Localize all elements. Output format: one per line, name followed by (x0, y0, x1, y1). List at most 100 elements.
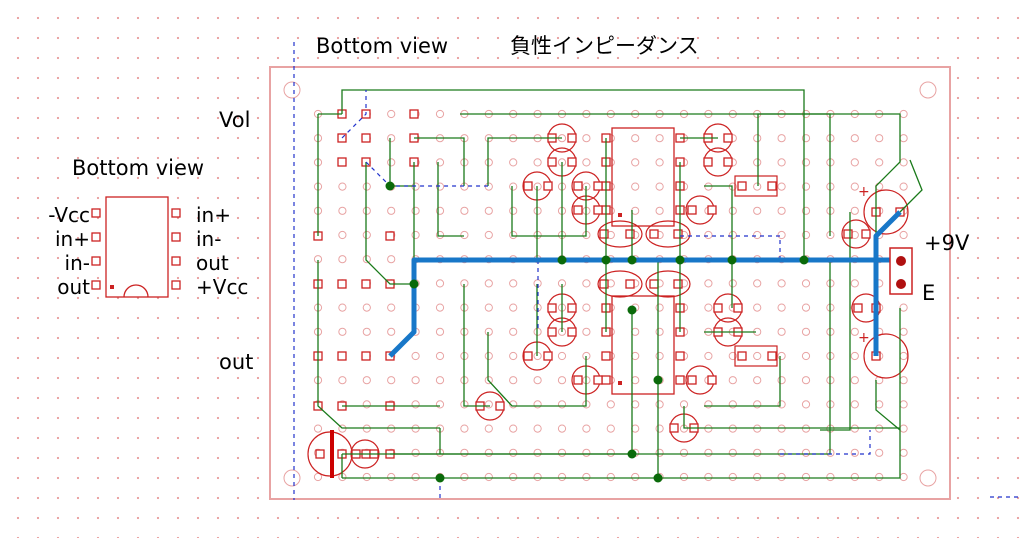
pinout-right-pin-1: in+ (196, 203, 231, 227)
perf-hole (655, 424, 664, 433)
wire-traces (317, 89, 923, 479)
ic-upper-pin1-mark (618, 213, 622, 217)
perf-hole (582, 327, 591, 336)
power-bus (388, 210, 902, 358)
perf-hole (704, 448, 713, 457)
pad (673, 229, 683, 239)
perf-hole (704, 230, 713, 240)
pad (523, 181, 533, 191)
perf-hole (484, 376, 493, 385)
power-connector (889, 247, 913, 295)
pad (337, 157, 347, 167)
perf-hole (509, 448, 518, 457)
perf-hole (435, 400, 445, 409)
perf-hole (777, 472, 786, 482)
perf-hole (484, 279, 493, 288)
pad (337, 351, 347, 361)
diagram-title: 負性インピーダンス (510, 34, 699, 58)
perf-hole (435, 327, 445, 336)
perf-hole (387, 376, 396, 385)
pad (675, 375, 685, 385)
perf-hole (704, 400, 713, 409)
perf-hole (728, 279, 737, 288)
pinout-pin1-mark (110, 285, 114, 289)
perf-hole (655, 182, 664, 191)
perf-hole (753, 303, 762, 312)
perf-hole (533, 448, 542, 457)
perf-hole (387, 206, 396, 215)
perf-hole (826, 472, 835, 482)
perf-hole (801, 279, 811, 288)
perf-hole (387, 158, 396, 167)
pad (573, 205, 583, 215)
pad (669, 423, 679, 433)
perf-hole (850, 448, 859, 457)
ic-lower-outline (611, 295, 675, 395)
perf-hole (582, 303, 591, 312)
perf-hole (435, 109, 445, 119)
perf-hole (753, 279, 762, 288)
perf-hole (338, 255, 347, 264)
perf-hole (899, 182, 908, 191)
perf-hole (460, 472, 469, 482)
perf-hole (777, 448, 786, 457)
perf-hole (509, 424, 518, 433)
perf-hole (606, 472, 615, 482)
pad (567, 157, 577, 167)
perf-hole (533, 424, 542, 433)
mount-hole-br (919, 469, 937, 487)
perf-hole (509, 182, 518, 191)
perf-hole (850, 158, 859, 167)
pinout-right-pin-3: out (196, 251, 229, 275)
perf-hole (509, 472, 518, 482)
perf-hole (435, 206, 445, 215)
perf-hole (362, 327, 371, 336)
pad (567, 303, 577, 313)
out-label: out (219, 350, 254, 374)
perf-hole (801, 351, 811, 361)
perf-hole (387, 327, 396, 336)
pad (543, 181, 553, 191)
perf-hole (777, 182, 786, 191)
perf-hole (728, 472, 737, 482)
pad (649, 229, 659, 239)
perf-hole (460, 424, 469, 433)
junction-dot (409, 279, 419, 289)
perf-hole (850, 376, 859, 385)
pad (625, 229, 635, 239)
perf-hole (850, 472, 859, 482)
perf-hole (411, 400, 420, 409)
perf-hole (533, 472, 542, 482)
perf-hole (557, 448, 567, 457)
mount-hole-bl (283, 469, 301, 487)
perf-hole (655, 134, 664, 143)
perf-hole (313, 472, 323, 482)
perf-hole (509, 206, 518, 215)
perf-hole (850, 206, 859, 215)
pad (361, 279, 371, 289)
perf-hole (582, 448, 591, 457)
pad (687, 375, 697, 385)
perf-hole (362, 255, 371, 264)
perf-hole (606, 400, 615, 409)
pad (385, 231, 395, 241)
perf-hole (533, 376, 542, 385)
pad (723, 133, 733, 143)
perf-hole (582, 424, 591, 433)
perf-hole (387, 109, 396, 119)
pad (601, 351, 611, 361)
pinout-left-pin-3: in- (65, 251, 90, 275)
pad (673, 279, 683, 289)
perf-hole (411, 448, 420, 457)
perf-hole (850, 182, 859, 191)
pad (703, 157, 713, 167)
perf-hole (362, 182, 371, 191)
perf-hole (557, 376, 567, 385)
perf-hole (338, 327, 347, 336)
pinout-notch (123, 284, 149, 298)
perf-hole (411, 206, 420, 215)
perf-hole (801, 206, 811, 215)
perf-hole (801, 134, 811, 143)
perf-hole (801, 182, 811, 191)
pad (733, 303, 743, 313)
